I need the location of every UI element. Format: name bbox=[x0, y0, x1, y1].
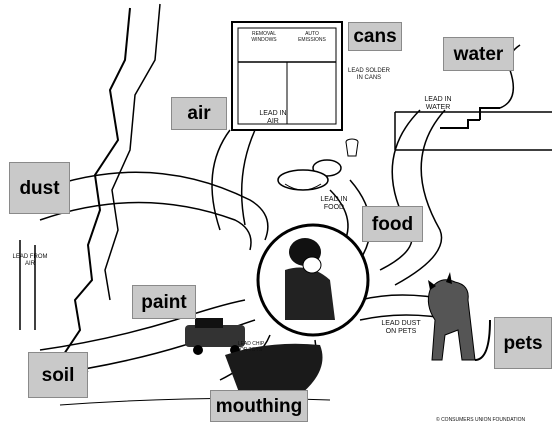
label-mouthing: mouthing bbox=[210, 390, 308, 422]
label-air: air bbox=[171, 97, 227, 130]
lead-in-water-caption: LEAD IN WATER bbox=[416, 96, 460, 111]
label-pets: pets bbox=[494, 317, 552, 369]
lead-chip-caption: LEAD CHIP OR TOYS bbox=[232, 342, 270, 353]
lead-in-food-caption: LEAD IN FOOD bbox=[312, 196, 356, 211]
lead-in-air-caption: LEAD IN AIR bbox=[253, 110, 293, 125]
child-center-icon bbox=[258, 225, 368, 335]
window-left-caption: REMOVAL WINDOWS bbox=[242, 32, 286, 43]
house-wall-outline-inner bbox=[105, 4, 160, 300]
label-food: food bbox=[362, 206, 423, 242]
label-dust: dust bbox=[9, 162, 70, 214]
food-bowl-icon bbox=[278, 160, 341, 190]
house-wall-outline bbox=[60, 8, 130, 372]
credit-caption: © CONSUMERS UNION FOUNDATION bbox=[436, 418, 552, 424]
lead-solder-caption: LEAD SOLDER IN CANS bbox=[344, 68, 394, 81]
lead-from-air-caption: LEAD FROM AIR bbox=[8, 254, 52, 267]
label-cans: cans bbox=[348, 22, 402, 51]
label-paint: paint bbox=[132, 285, 196, 319]
label-soil: soil bbox=[28, 352, 88, 398]
window-right-caption: AUTO EMISSIONS bbox=[290, 32, 334, 43]
cat-icon bbox=[428, 272, 490, 360]
lead-dust-pets-caption: LEAD DUST ON PETS bbox=[376, 320, 426, 335]
cup-icon bbox=[346, 139, 358, 156]
label-water: water bbox=[443, 37, 514, 71]
